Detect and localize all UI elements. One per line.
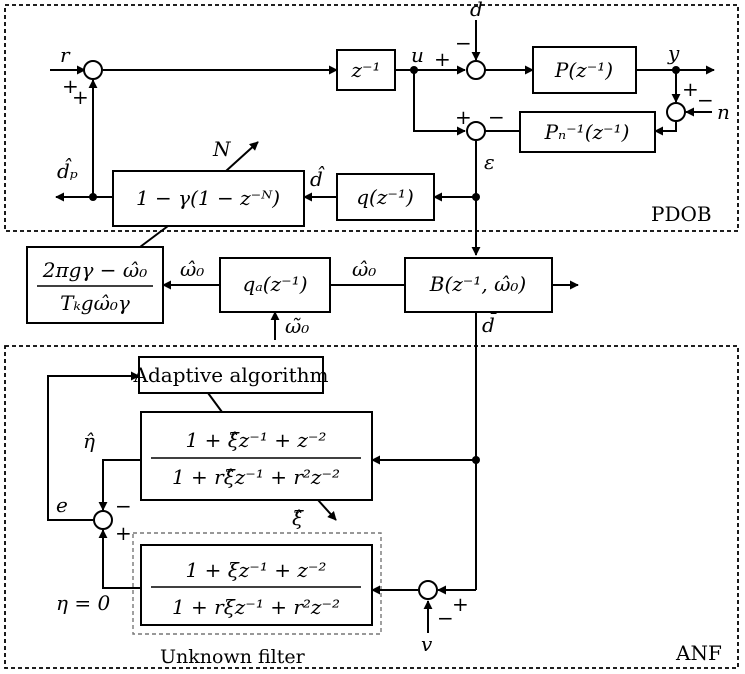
delay-block-label: z⁻¹ — [350, 58, 380, 82]
signal-e: e — [56, 493, 68, 517]
inverse-nominal-block-label: Pₙ⁻¹(z⁻¹) — [544, 120, 630, 144]
signal-N: N — [212, 137, 232, 161]
anf-label: ANF — [675, 641, 722, 665]
unknown-filter-block: 1 + ξz⁻¹ + z⁻² 1 + rξz⁻¹ + r²z⁻² — [140, 544, 373, 626]
inverse-nominal-block: Pₙ⁻¹(z⁻¹) — [519, 111, 656, 153]
anf-region — [4, 345, 739, 669]
plant-block: P(z⁻¹) — [532, 46, 637, 94]
q-filter-block: q(z⁻¹) — [336, 173, 435, 221]
adaptive-filter-numerator: 1 + ξ̂z⁻¹ + z⁻² — [186, 428, 327, 452]
adaptive-algorithm-label: Adaptive algorithm — [133, 363, 329, 387]
sign-sum-eps-left: + — [455, 105, 472, 129]
adaptive-notch-filter-block: 1 + ξ̂z⁻¹ + z⁻² 1 + rξ̂z⁻¹ + r²z⁻² — [140, 411, 373, 501]
sign-sum-v-bottom: − — [437, 606, 454, 630]
signal-u: u — [411, 43, 424, 67]
unknown-filter-label: Unknown filter — [160, 646, 306, 668]
plant-block-label: P(z⁻¹) — [554, 58, 613, 82]
q-filter-block-label: q(z⁻¹) — [356, 185, 414, 209]
periodic-block: 1 − γ(1 − z⁻ᴺ) — [112, 170, 305, 227]
pdob-label: PDOB — [651, 202, 712, 226]
sign-sum-n-right: − — [697, 88, 714, 112]
signal-v: v — [421, 632, 433, 656]
summing-junction-eps — [466, 121, 486, 141]
sign-sum-d-left: + — [434, 47, 451, 71]
signal-omega-hat-left: ω̂₀ — [180, 257, 204, 281]
summing-junction-d — [466, 60, 486, 80]
delay-block: z⁻¹ — [336, 49, 396, 91]
sign-sum-d-top: − — [455, 31, 472, 55]
qa-filter-block: qₐ(z⁻¹) — [219, 257, 331, 313]
signal-d-bar: d̄ — [482, 312, 497, 337]
summing-junction-r — [83, 60, 103, 80]
sign-sum1-bottom: + — [72, 85, 89, 109]
sign-sum-eps-right: − — [488, 105, 505, 129]
qa-filter-block-label: qₐ(z⁻¹) — [242, 272, 307, 296]
pdob-region — [4, 4, 739, 232]
sign-sum-e-top: − — [115, 494, 132, 518]
summing-junction-n — [666, 102, 686, 122]
signal-d-hat: d̂ — [310, 165, 325, 191]
gamma-formula-denominator: Tₖgω̂₀γ — [60, 291, 130, 315]
bandpass-block-label: B(z⁻¹, ω̂₀) — [429, 272, 526, 296]
unknown-filter-region — [132, 532, 382, 635]
signal-d: d — [470, 0, 483, 21]
branch-points — [89, 66, 680, 464]
signal-y: y — [667, 41, 680, 65]
signal-epsilon: ε — [484, 150, 495, 174]
summing-junction-e — [93, 510, 113, 530]
sign-sum-n-top: + — [682, 77, 699, 101]
signal-r: r — [60, 43, 71, 67]
signal-n: n — [717, 100, 730, 124]
sign-sum-v-right: + — [452, 592, 469, 616]
sign-sum-e-bottom: + — [115, 521, 132, 545]
bandpass-block: B(z⁻¹, ω̂₀) — [404, 257, 553, 313]
periodic-block-label: 1 − γ(1 − z⁻ᴺ) — [136, 186, 280, 210]
signal-omega-tilde: ω̃₀ — [285, 314, 309, 338]
signal-xi-hat: ξ̂ — [292, 506, 304, 530]
adaptive-filter-denominator: 1 + rξ̂z⁻¹ + r²z⁻² — [172, 465, 340, 489]
unknown-filter-numerator: 1 + ξz⁻¹ + z⁻² — [186, 558, 327, 582]
gamma-formula-block: 2πgγ − ω̂₀ Tₖgω̂₀γ — [26, 246, 164, 324]
adaptive-algorithm-block: Adaptive algorithm — [133, 356, 329, 394]
signal-d-hat-p: d̂ₚ — [57, 157, 78, 183]
gamma-formula-numerator: 2πgγ − ω̂₀ — [42, 258, 147, 282]
signal-eta-zero: η = 0 — [56, 591, 110, 615]
signal-omega-hat-right: ω̂₀ — [352, 257, 376, 281]
summing-junction-v — [418, 580, 438, 600]
unknown-filter-denominator: 1 + rξz⁻¹ + r²z⁻² — [172, 595, 340, 619]
sign-sum1-left: + — [62, 74, 79, 98]
signal-eta-hat: η̂ — [83, 429, 95, 453]
